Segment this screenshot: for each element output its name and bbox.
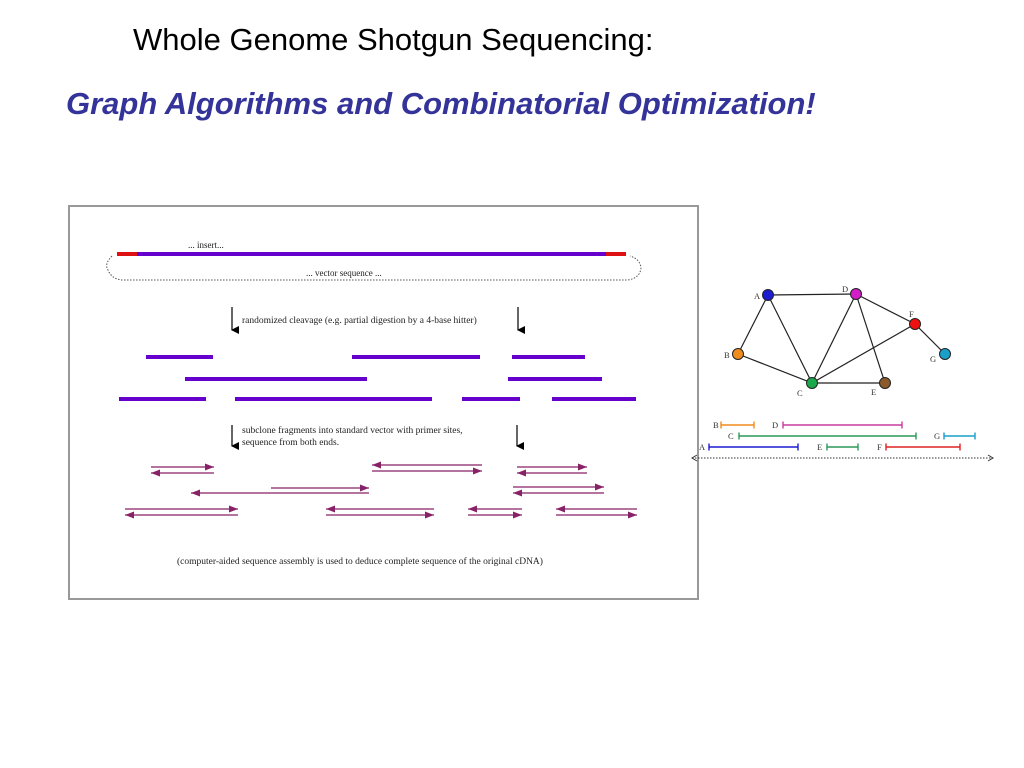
sequence-read [468, 505, 522, 513]
sequence-read [517, 469, 587, 477]
overlap-graph: A B C D E F G [724, 284, 951, 398]
step2-label-line1: subclone fragments into standard vector … [242, 425, 463, 436]
graph-node-b: B [724, 348, 744, 360]
read-arrowhead [578, 463, 587, 471]
graph-node-label: D [842, 284, 848, 294]
cleaved-fragments [119, 355, 636, 401]
graph-node-label: F [909, 309, 914, 319]
read-arrowhead [468, 505, 477, 513]
sequence-read [556, 505, 637, 513]
graph-edge-d-e [855, 293, 886, 384]
sequence-read [326, 505, 434, 513]
layout-fragment-c: C [728, 431, 917, 441]
read-arrowhead [628, 511, 637, 519]
graph-edge-a-d [767, 293, 857, 296]
read-arrowhead [229, 505, 238, 513]
sequence-read [326, 511, 434, 519]
vector-loop [106, 255, 642, 281]
read-arrowhead [326, 505, 335, 513]
layout-fragment-d: D [772, 420, 903, 430]
layout-fragment-label: E [817, 442, 822, 452]
layout-fragment-g: G [934, 431, 976, 441]
layout-fragment-label: B [713, 420, 719, 430]
sequence-read [151, 463, 214, 471]
assembly-caption: (computer-aided sequence assembly is use… [177, 556, 543, 567]
sequence-read [271, 484, 369, 492]
read-arrowhead [191, 489, 200, 497]
read-arrowhead [425, 511, 434, 519]
graph-node-e: E [871, 377, 891, 397]
layout-fragment-label: F [877, 442, 882, 452]
slide-title: Whole Genome Shotgun Sequencing: [133, 22, 654, 57]
genome-line-left-arrow [691, 454, 698, 462]
sequence-read [191, 489, 369, 497]
sequence-read [556, 511, 637, 519]
insert-label: ... insert... [188, 240, 224, 250]
graph-edge-a-b [737, 294, 769, 355]
read-arrowhead [556, 505, 565, 513]
graph-edge-c-d [811, 293, 857, 384]
graph-node-d: D [842, 284, 862, 300]
figure-frame [68, 205, 699, 600]
read-arrowhead [517, 469, 526, 477]
graph-node-label: G [930, 354, 936, 364]
graph-node-f: F [909, 309, 921, 330]
read-arrowhead [513, 489, 522, 497]
layout-fragment-e: E [817, 442, 859, 452]
read-arrowhead [473, 467, 482, 475]
graph-node-label: C [797, 388, 803, 398]
layout-fragment-label: A [699, 442, 706, 452]
graph-node-label: E [871, 387, 876, 397]
step1-label: randomized cleavage (e.g. partial digest… [242, 315, 477, 326]
read-arrowhead [151, 469, 160, 477]
sequence-read [125, 505, 238, 513]
read-arrowhead [595, 483, 604, 491]
graph-edges [737, 293, 946, 384]
layout-fragment-f: F [877, 442, 961, 452]
layout-fragment-label: D [772, 420, 778, 430]
graph-edge-a-c [767, 294, 813, 384]
read-arrowhead [125, 511, 134, 519]
graph-node-a: A [754, 289, 774, 301]
sequence-read [372, 467, 482, 475]
shotgun-figure: ... insert... ... vector sequence ... ra… [68, 205, 699, 600]
read-arrowhead [513, 511, 522, 519]
graph-edge-b-c [737, 353, 813, 384]
slide-subtitle: Graph Algorithms and Combinatorial Optim… [66, 86, 816, 121]
sequence-read [513, 489, 604, 497]
layout-fragment-b: B [713, 420, 755, 430]
sequence-read [468, 511, 522, 519]
read-arrowhead [372, 461, 381, 469]
read-arrowhead [360, 484, 369, 492]
fragment-layout: B D C G A E F [691, 420, 994, 462]
layout-fragment-a: A [699, 442, 799, 452]
genome-line-right-arrow [987, 454, 994, 462]
graph-edge-c-f [811, 323, 916, 384]
step2-label-line2: sequence from both ends. [242, 437, 339, 448]
graph-node-c: C [797, 377, 818, 398]
sequence-read [372, 461, 482, 469]
layout-fragment-label: C [728, 431, 734, 441]
graph-nodes: A B C D E F G [724, 284, 951, 398]
graph-node-label: B [724, 350, 730, 360]
graph-node-g: G [930, 348, 951, 364]
sequence-read [517, 463, 587, 471]
sequence-read [513, 483, 604, 491]
graph-edge-d-f [855, 293, 916, 325]
sequence-read [125, 511, 238, 519]
graph-node-label: A [754, 291, 761, 301]
sequence-read [151, 469, 214, 477]
graph-edge-f-g [914, 323, 946, 355]
vector-label: ... vector sequence ... [306, 268, 382, 278]
sequence-reads [125, 461, 637, 519]
layout-fragment-label: G [934, 431, 940, 441]
read-arrowhead [205, 463, 214, 471]
